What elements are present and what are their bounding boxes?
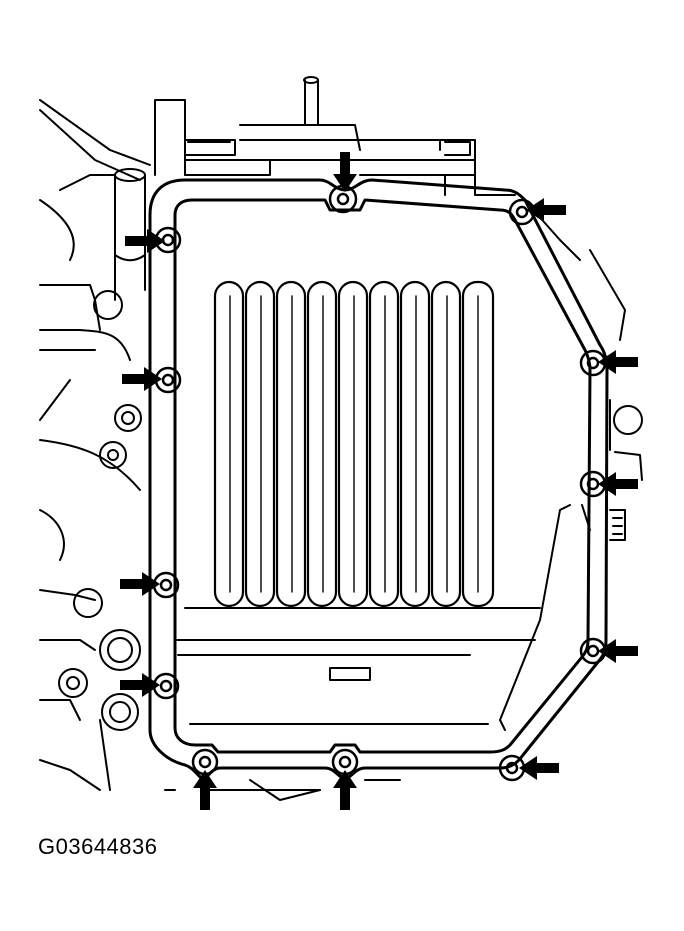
figure-code: G03644836 bbox=[38, 834, 158, 859]
oil-pan-outer-outline bbox=[148, 178, 609, 780]
pan-fins bbox=[213, 280, 495, 608]
bolt-location-arrow-icon bbox=[122, 367, 162, 391]
bolt-location-arrow-icon bbox=[598, 639, 638, 663]
bolt-location-arrow-icon bbox=[120, 673, 160, 697]
bolt-location-arrow-icon bbox=[120, 572, 160, 596]
bolt-location-arrow-icon bbox=[519, 756, 559, 780]
transmission-oil-pan-diagram bbox=[39, 76, 643, 810]
bottom-case-background bbox=[164, 779, 401, 801]
pan-floor-lines bbox=[174, 607, 541, 725]
left-case-background bbox=[39, 99, 151, 791]
right-case-background bbox=[499, 249, 643, 731]
top-case-background bbox=[154, 76, 581, 261]
bolt-arrows bbox=[120, 152, 638, 810]
bolt-location-arrow-icon bbox=[598, 472, 638, 496]
pan-bolts bbox=[152, 184, 607, 782]
bolt-location-arrow-icon bbox=[333, 770, 357, 810]
